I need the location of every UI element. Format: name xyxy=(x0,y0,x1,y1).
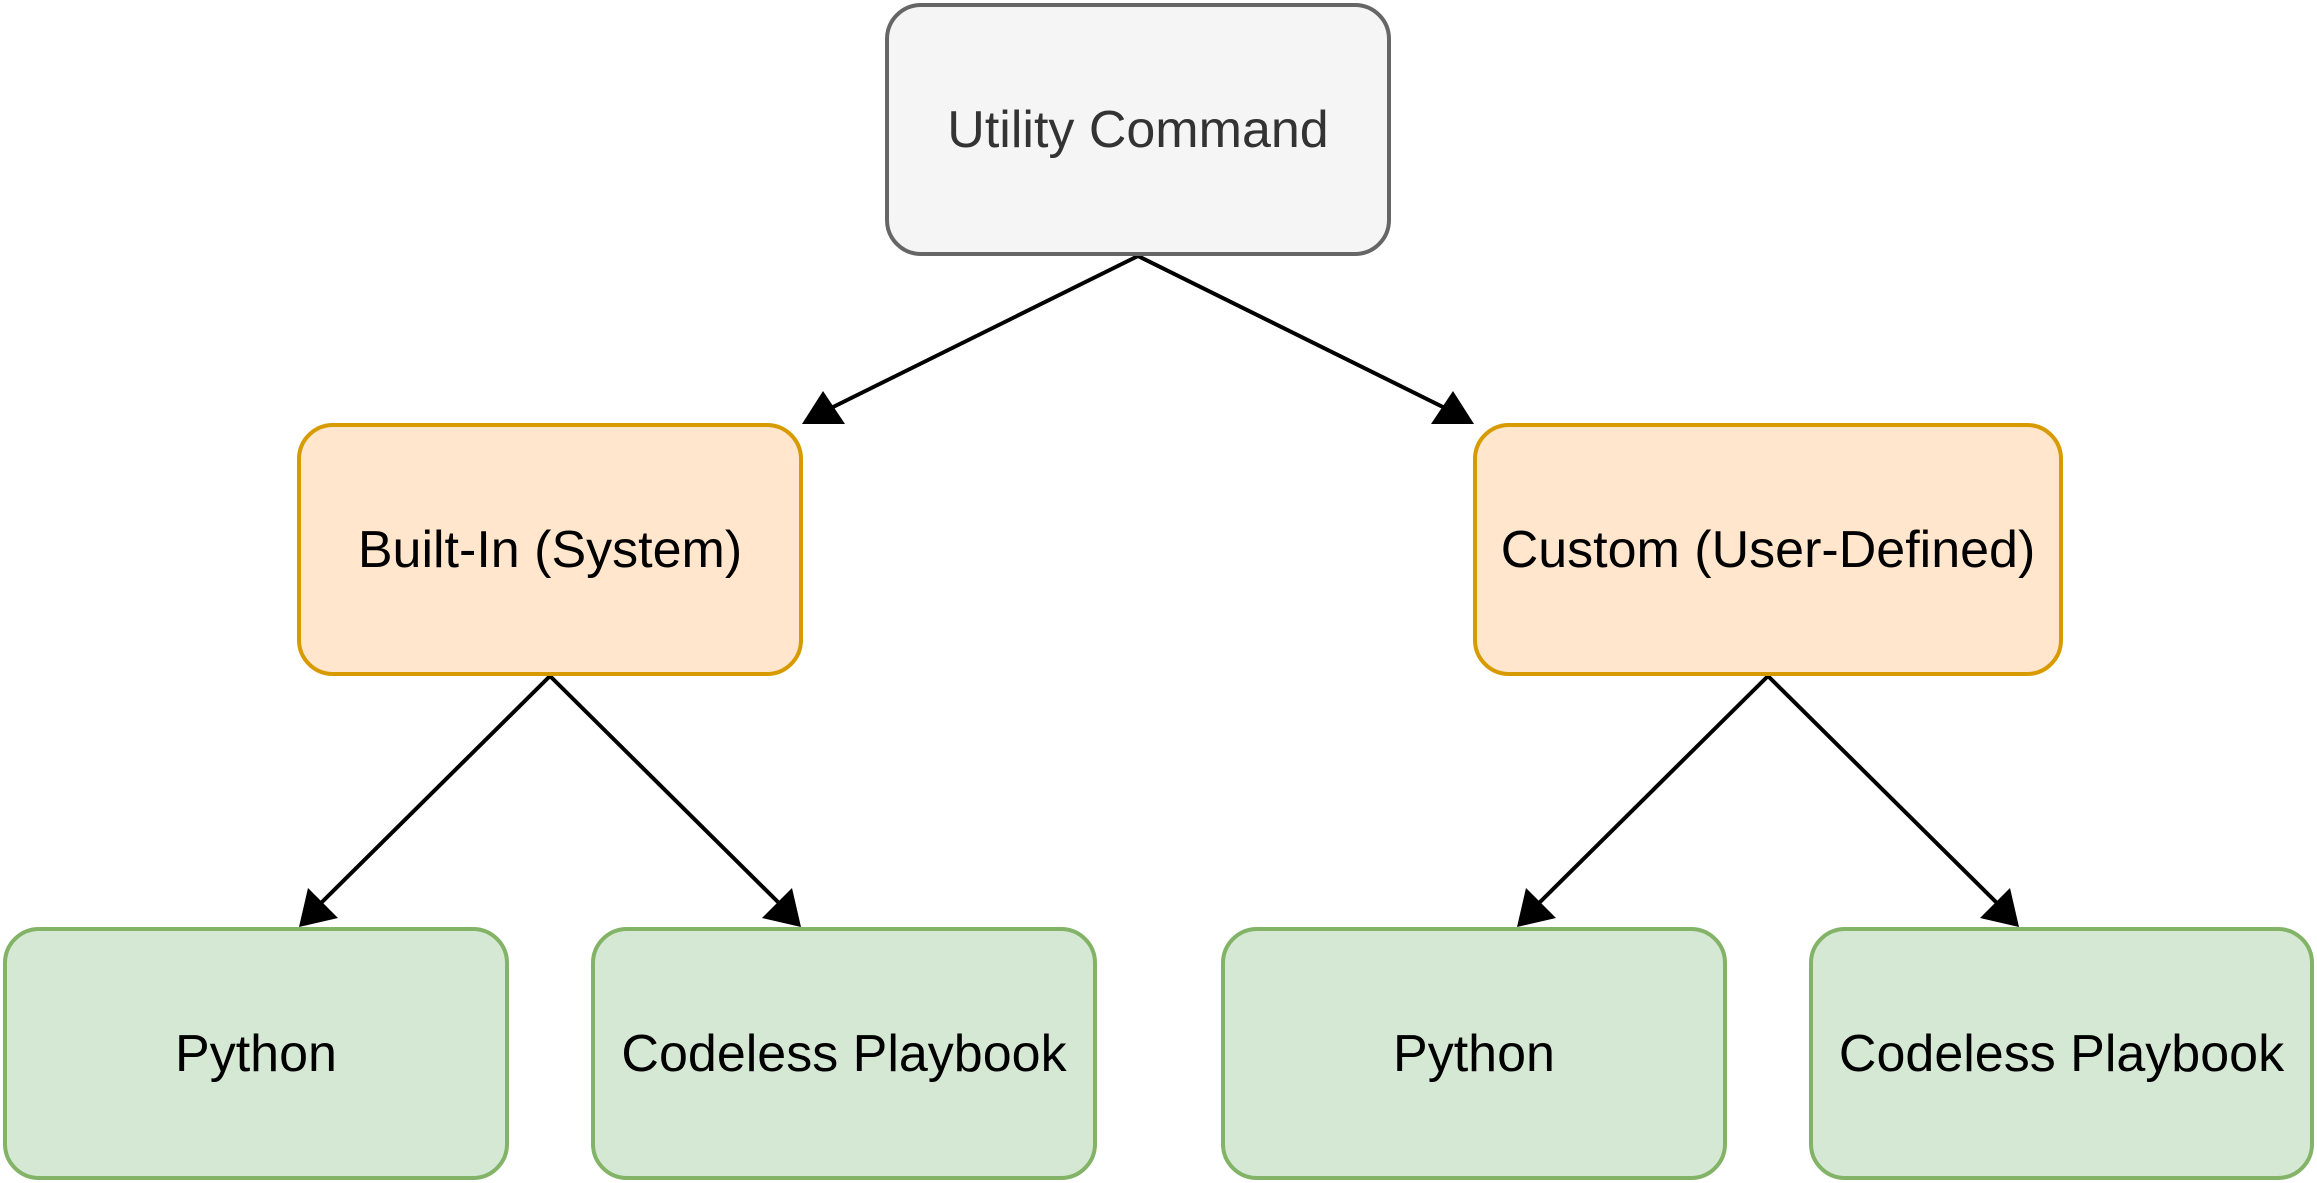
edge-builtin-to-codeless xyxy=(548,674,801,927)
node-built-in-system: Built-In (System) xyxy=(297,423,803,676)
edge-root-to-custom xyxy=(1137,254,1474,424)
node-builtin-python-label: Python xyxy=(175,1024,337,1083)
node-builtin-codeless-playbook: Codeless Playbook xyxy=(591,927,1097,1180)
edge-custom-to-codeless xyxy=(1766,674,2019,927)
node-utility-command-label: Utility Command xyxy=(947,100,1329,159)
node-builtin-codeless-playbook-label: Codeless Playbook xyxy=(621,1024,1067,1083)
node-custom-codeless-playbook: Codeless Playbook xyxy=(1809,927,2314,1180)
edge-root-to-builtin xyxy=(802,254,1139,424)
node-custom-user-defined: Custom (User-Defined) xyxy=(1473,423,2063,676)
node-custom-codeless-playbook-label: Codeless Playbook xyxy=(1838,1024,2285,1083)
node-custom-python: Python xyxy=(1221,927,1727,1180)
node-custom-user-defined-label: Custom (User-Defined) xyxy=(1500,520,2036,579)
node-built-in-system-label: Built-In (System) xyxy=(357,520,743,579)
edge-custom-to-python xyxy=(1517,674,1770,927)
edge-builtin-to-python xyxy=(299,674,552,927)
node-custom-python-label: Python xyxy=(1393,1024,1555,1083)
node-builtin-python: Python xyxy=(3,927,509,1180)
node-utility-command: Utility Command xyxy=(885,3,1391,256)
